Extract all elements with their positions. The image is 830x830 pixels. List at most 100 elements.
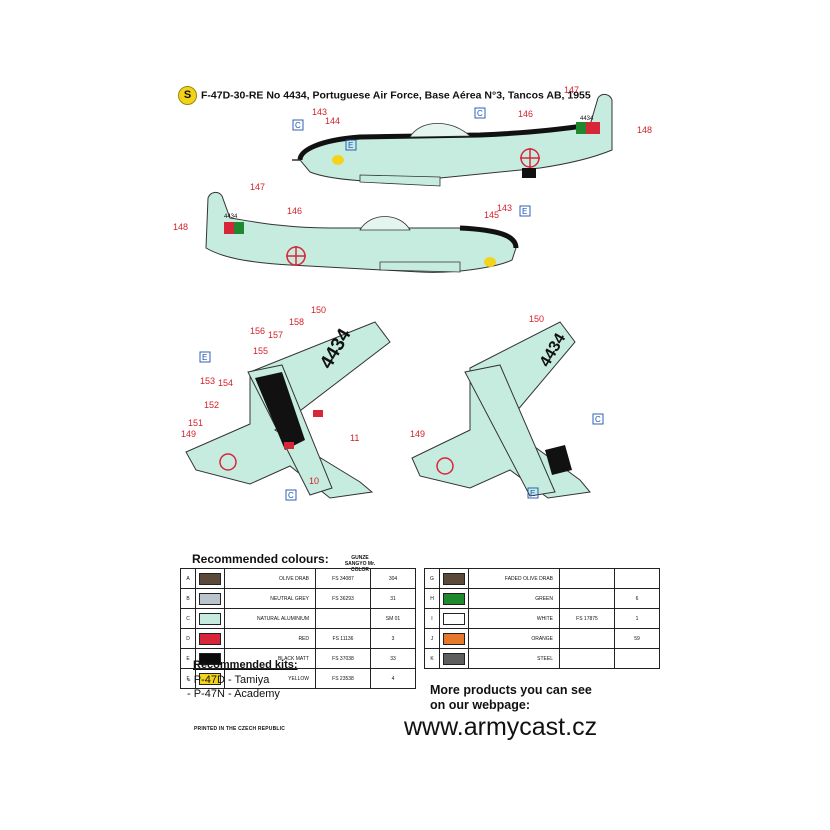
swatch-chip bbox=[443, 592, 465, 605]
colour-name: STEEL bbox=[468, 648, 560, 669]
colour-letter: J bbox=[424, 628, 440, 649]
colour-name: NEUTRAL GREY bbox=[224, 588, 316, 609]
colour-row: H GREEN 6 bbox=[424, 588, 660, 609]
callout-153: 153 bbox=[200, 376, 215, 386]
callout-146a: 146 bbox=[518, 109, 533, 119]
callout-147a: 147 bbox=[564, 85, 579, 95]
gunze-code: 4 bbox=[370, 668, 416, 689]
callout-11: 11 bbox=[350, 433, 359, 443]
colour-row: K STEEL bbox=[424, 648, 660, 669]
profile-right-side: 4434 bbox=[292, 93, 613, 187]
colour-name: RED bbox=[224, 628, 316, 649]
colour-row: G FADED OLIVE DRAB bbox=[424, 568, 660, 589]
blue-boxes bbox=[199, 107, 604, 501]
swatch-chip bbox=[199, 672, 221, 685]
box-c-2: C bbox=[477, 109, 483, 118]
colour-name: ORANGE bbox=[468, 628, 560, 649]
callout-144a: 144 bbox=[325, 116, 340, 126]
callout-150a: 150 bbox=[311, 305, 326, 315]
callout-numbers: 147 148 143 144 146 147 148 146 145 143 … bbox=[173, 85, 652, 486]
box-e-2: E bbox=[522, 207, 527, 216]
scheme-badge: S bbox=[178, 86, 197, 105]
box-c-1: C bbox=[295, 121, 301, 130]
colour-letter: I bbox=[424, 608, 440, 629]
colour-swatch bbox=[439, 608, 469, 629]
website-url[interactable]: www.armycast.cz bbox=[404, 713, 598, 741]
colour-name: NATURAL ALUMINIUM bbox=[224, 608, 316, 629]
colour-swatch bbox=[195, 588, 225, 609]
colour-letter: B bbox=[180, 588, 196, 609]
colour-name: FADED OLIVE DRAB bbox=[468, 568, 560, 589]
fs-code bbox=[559, 588, 615, 609]
callout-145b: 145 bbox=[484, 210, 499, 220]
callout-151: 151 bbox=[188, 418, 203, 428]
colour-letter: C bbox=[180, 608, 196, 629]
callout-146b: 146 bbox=[287, 206, 302, 216]
bottom-view: 4434 bbox=[411, 321, 591, 499]
promo-line-1: More products you can see bbox=[430, 683, 592, 697]
callout-148a: 148 bbox=[637, 125, 652, 135]
fs-code bbox=[559, 648, 615, 669]
printed-note: PRINTED IN THE CZECH REPUBLIC bbox=[194, 726, 286, 732]
profile-left-side: 4434 bbox=[205, 191, 519, 273]
swatch-chip bbox=[443, 632, 465, 645]
colour-name: OLIVE DRAB bbox=[224, 568, 316, 589]
callout-147b: 147 bbox=[250, 182, 265, 192]
colour-swatch bbox=[439, 648, 469, 669]
callout-152: 152 bbox=[204, 400, 219, 410]
box-c-4: C bbox=[595, 415, 601, 424]
promo-line-2: on our webpage: bbox=[430, 698, 530, 712]
callout-149b: 149 bbox=[410, 429, 425, 439]
colour-swatch bbox=[195, 568, 225, 589]
swatch-chip bbox=[443, 652, 465, 665]
colour-letter: H bbox=[424, 588, 440, 609]
callout-155: 155 bbox=[253, 346, 268, 356]
swatch-chip bbox=[443, 572, 465, 585]
colour-swatch bbox=[195, 628, 225, 649]
callout-158: 158 bbox=[289, 317, 304, 327]
svg-text:4434: 4434 bbox=[580, 116, 594, 122]
fs-code: FS 23538 bbox=[315, 668, 371, 689]
colour-letter: G bbox=[424, 568, 440, 589]
gunze-code: 6 bbox=[614, 588, 660, 609]
gunze-code: 3 bbox=[370, 628, 416, 649]
swatch-chip bbox=[199, 592, 221, 605]
kit-item: - P-47N - Academy bbox=[187, 688, 280, 700]
box-e-1: E bbox=[348, 141, 353, 150]
colour-letter: A bbox=[180, 568, 196, 589]
gunze-code: 59 bbox=[614, 628, 660, 649]
fs-code bbox=[315, 608, 371, 629]
fs-code: FS 36293 bbox=[315, 588, 371, 609]
aircraft-artwork: 4434 4434 4434 4434 147 148 14 bbox=[173, 85, 652, 501]
callout-148b: 148 bbox=[173, 222, 188, 232]
fs-code: FS 11136 bbox=[315, 628, 371, 649]
swatch-chip bbox=[199, 572, 221, 585]
callout-149a: 149 bbox=[181, 429, 196, 439]
fs-code: FS 37038 bbox=[315, 648, 371, 669]
callout-143a: 143 bbox=[312, 107, 327, 117]
roundel-cross-2 bbox=[286, 246, 306, 266]
fs-code bbox=[559, 568, 615, 589]
colour-swatch bbox=[439, 568, 469, 589]
callout-150b: 150 bbox=[529, 314, 544, 324]
title-text: F-47D-30-RE No 4434, Portuguese Air Forc… bbox=[201, 89, 591, 102]
callout-143b: 143 bbox=[497, 203, 512, 213]
gunze-code bbox=[614, 648, 660, 669]
gunze-code bbox=[614, 568, 660, 589]
colours-heading: Recommended colours: bbox=[192, 552, 329, 566]
colour-row: J ORANGE 59 bbox=[424, 628, 660, 649]
callout-156: 156 bbox=[250, 326, 265, 336]
colour-letter: K bbox=[424, 648, 440, 669]
colour-name: GREEN bbox=[468, 588, 560, 609]
colour-swatch bbox=[195, 648, 225, 669]
colour-name: WHITE bbox=[468, 608, 560, 629]
roundel-cross-1 bbox=[520, 148, 540, 168]
box-c-3: C bbox=[288, 491, 294, 500]
